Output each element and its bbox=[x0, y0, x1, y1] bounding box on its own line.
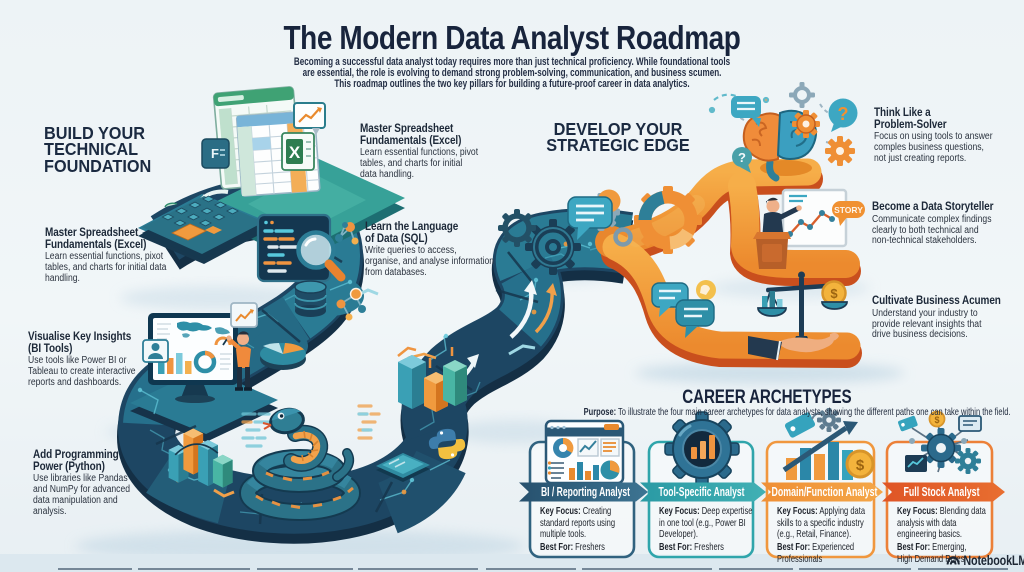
svg-text:Full Stock Analyst: Full Stock Analyst bbox=[904, 485, 981, 499]
svg-text:?: ? bbox=[838, 104, 849, 124]
svg-text:$: $ bbox=[856, 457, 865, 474]
svg-text:X: X bbox=[289, 143, 301, 162]
svg-text:?: ? bbox=[738, 150, 746, 165]
svg-text:$: $ bbox=[934, 415, 939, 425]
svg-text:Tool-Specific Analyst: Tool-Specific Analyst bbox=[659, 485, 746, 499]
svg-text:F: F bbox=[211, 146, 219, 161]
svg-text:$: $ bbox=[830, 286, 838, 301]
svg-text:BI / Reporting Analyst: BI / Reporting Analyst bbox=[541, 485, 631, 499]
svg-text:STORY: STORY bbox=[834, 205, 863, 215]
svg-text:Domain/Function Analyst: Domain/Function Analyst bbox=[772, 485, 879, 499]
